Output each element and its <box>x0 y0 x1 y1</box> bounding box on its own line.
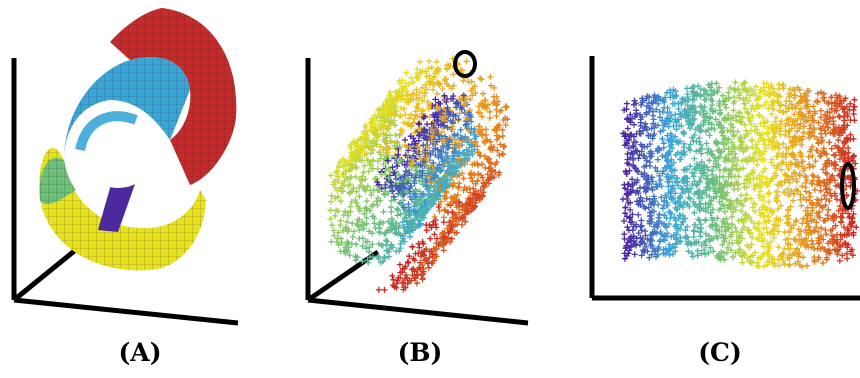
x-axis <box>307 297 529 326</box>
hole-rim <box>75 111 138 152</box>
panel-c-label: (C) <box>698 338 742 367</box>
panel-b-label: (B) <box>397 338 443 367</box>
neighborhood-marker <box>453 50 477 78</box>
x-axis <box>13 297 239 326</box>
yellow-band-grid <box>39 147 206 271</box>
swiss-roll-scatter-panel <box>305 50 529 326</box>
panel-a-label: (A) <box>118 338 162 367</box>
blue-band-grid <box>64 57 190 160</box>
unrolled-embedding-panel <box>589 56 860 301</box>
red-band-grid <box>110 8 237 185</box>
roll-hole <box>80 116 156 188</box>
embedding-points <box>619 79 860 270</box>
scatter-points <box>327 55 511 293</box>
neighborhood-marker <box>840 162 856 210</box>
swiss-roll-surface-panel <box>11 8 239 326</box>
